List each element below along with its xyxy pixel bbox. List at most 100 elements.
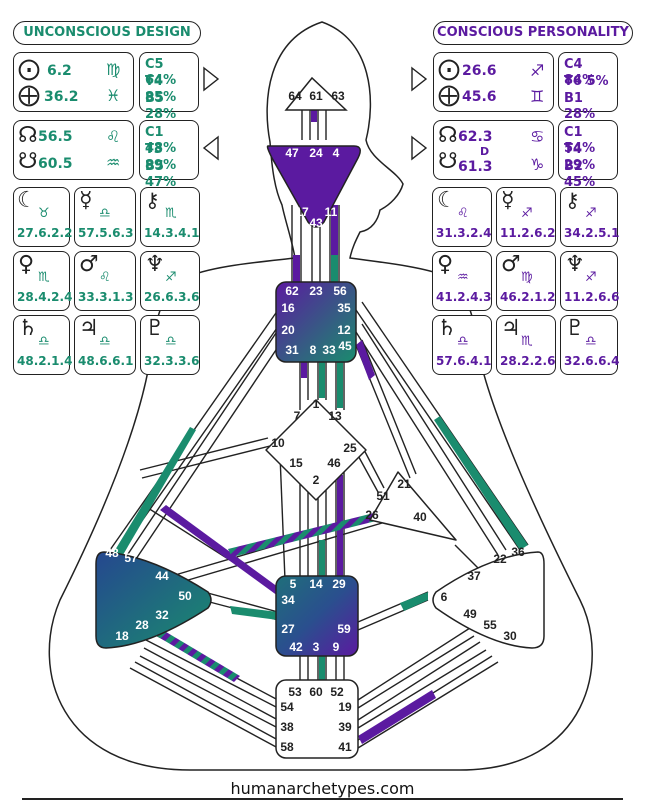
design-saturn-sign: ♎: [38, 334, 50, 349]
design-sun-pct-b: B5 28%: [145, 91, 177, 122]
saturn-icon: ♄: [437, 316, 457, 341]
gate-53: 53: [288, 685, 302, 699]
design-saturn-box: ♄ ♎ 48.2.1.4: [13, 315, 73, 375]
gate-11: 11: [325, 205, 338, 219]
gate-44: 44: [155, 569, 169, 583]
design-header: UNCONSCIOUS DESIGN: [13, 21, 201, 45]
design-jupiter-box: ♃ ♎ 48.6.6.1: [74, 315, 136, 375]
design-sun-pct-c: C5 64%: [145, 57, 177, 88]
gate-45: 45: [338, 339, 352, 353]
gate-7: 7: [294, 409, 301, 423]
pluto-icon: ♇: [145, 316, 165, 341]
design-north-node-sign: ♌: [106, 127, 121, 146]
activations: [112, 110, 528, 744]
jupiter-icon: ♃: [79, 316, 99, 341]
design-mars-sign: ♌: [99, 270, 111, 285]
throat-center: [275, 281, 357, 363]
personality-arrow-top: [411, 66, 428, 92]
personality-venus-value: 41.2.4.3: [436, 290, 492, 304]
gate-16: 16: [281, 301, 295, 315]
design-moon-box: ☾ ♉ 27.6.2.2: [13, 187, 72, 247]
personality-node-pct-b: B2 45%: [564, 159, 596, 190]
design-sun-value: 6.2: [47, 63, 72, 79]
personality-nodes-box: ☊ 62.3 ♋ D ☋ 61.3 ♑: [433, 120, 554, 180]
personality-chiron-value: 34.2.5.1: [564, 226, 620, 240]
gate-17: 17: [295, 205, 309, 219]
personality-arrow-bottom: [411, 135, 428, 161]
ajna-center: [266, 145, 361, 228]
gate-60: 60: [309, 685, 323, 699]
gate-14: 14: [309, 577, 323, 591]
design-north-node-value: 56.5: [38, 129, 73, 145]
north-node-icon: ☊: [18, 123, 38, 148]
gate-38: 38: [280, 720, 294, 734]
personality-sun-value: 26.6: [462, 63, 497, 79]
design-south-node-value: 60.5: [38, 156, 73, 172]
design-south-node-sign: ♒: [106, 153, 121, 172]
footer-text[interactable]: humanarchetypes.com: [230, 779, 415, 798]
design-earth-value: 36.2: [44, 89, 79, 105]
personality-moon-box: ☾ ♌ 31.3.2.4: [432, 187, 492, 247]
personality-sun-pct-c: C4 84%: [564, 57, 596, 88]
personality-node-pct-t: T4 29%: [564, 142, 596, 173]
personality-sun-pct-t: T6 5%: [564, 74, 609, 89]
design-moon-sign: ♉: [38, 206, 50, 221]
sun-icon: ⨀: [18, 57, 40, 82]
design-neptune-box: ♆ ♐ 26.6.3.6: [140, 251, 200, 311]
gate-15: 15: [289, 456, 303, 470]
design-nodes-box: ☊ 56.5 ♌ ☋ 60.5 ♒: [13, 120, 134, 180]
g-center: [265, 399, 367, 501]
design-node-pct-b: B5 47%: [145, 159, 177, 190]
personality-chiron-sign: ♐: [585, 206, 597, 221]
personality-sun-pct-b: B1 28%: [564, 91, 596, 122]
personality-chiron-box: ⚷ ♐ 34.2.5.1: [560, 187, 620, 247]
personality-pluto-box: ♇ ♎ 32.6.6.4: [560, 315, 619, 375]
gate-18: 18: [115, 629, 129, 643]
design-mercury-box: ☿ ♎ 57.5.6.3: [74, 187, 136, 247]
gate-33: 33: [322, 343, 336, 357]
gate-49: 49: [463, 607, 477, 621]
gate-34: 34: [281, 593, 295, 607]
design-mars-box: ♂ ♌ 33.3.1.3: [74, 251, 136, 311]
chiron-icon: ⚷: [565, 188, 580, 212]
personality-node-pct-c: C1 54%: [564, 125, 596, 156]
gate-1: 1: [313, 397, 320, 411]
gate-19: 19: [338, 700, 352, 714]
gate-10: 10: [271, 436, 285, 450]
design-chiron-value: 14.3.4.1: [144, 226, 200, 240]
design-pluto-box: ♇ ♎ 32.3.3.6: [140, 315, 200, 375]
gate-37: 37: [467, 569, 481, 583]
personality-sun-pct-box: C4 84% T6 5% B1 28%: [558, 52, 618, 122]
design-venus-sign: ♏: [38, 270, 50, 285]
design-chiron-sign: ♏: [165, 206, 177, 221]
gate-56: 56: [333, 284, 347, 298]
saturn-icon: ♄: [18, 316, 38, 341]
design-saturn-value: 48.2.1.4: [17, 354, 73, 368]
design-jupiter-value: 48.6.6.1: [78, 354, 134, 368]
personality-neptune-box: ♆ ♐ 11.2.6.6: [560, 251, 619, 311]
moon-icon: ☾: [437, 188, 457, 213]
gate-52: 52: [330, 685, 344, 699]
design-chiron-box: ⚷ ♏ 14.3.4.1: [140, 187, 200, 247]
personality-moon-value: 31.3.2.4: [436, 226, 492, 240]
personality-north-node-value: 62.3: [458, 129, 493, 145]
personality-saturn-box: ♄ ♎ 57.6.4.1: [432, 315, 492, 375]
design-earth-sign: ♓: [106, 86, 121, 105]
personality-venus-box: ♀ ♒ 41.2.4.3: [432, 251, 492, 311]
design-neptune-value: 26.6.3.6: [144, 290, 200, 304]
chiron-icon: ⚷: [145, 188, 160, 212]
design-sun-pct-box: C5 64% T4 85% B5 28%: [139, 52, 199, 122]
head-center: [284, 76, 348, 111]
gate-29: 29: [332, 577, 346, 591]
design-node-pct-t: T3 89%: [145, 142, 177, 173]
gate-12: 12: [337, 323, 351, 337]
gate-55: 55: [483, 618, 497, 632]
personality-south-node-value: 61.3: [458, 159, 493, 175]
neptune-icon: ♆: [145, 252, 165, 277]
design-sun-pct-t: T4 85%: [145, 74, 177, 105]
gate-40: 40: [413, 510, 427, 524]
gate-64: 64: [288, 89, 302, 103]
gate-42: 42: [289, 640, 303, 654]
gate-63: 63: [331, 89, 345, 103]
personality-mercury-sign: ♐: [521, 206, 533, 221]
